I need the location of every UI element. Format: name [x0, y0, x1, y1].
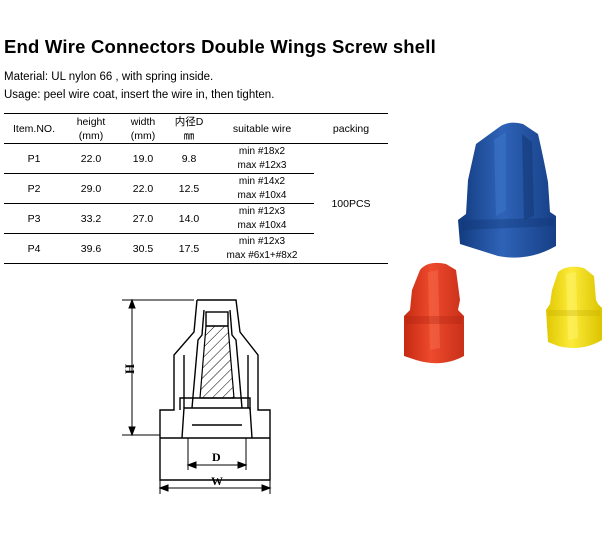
cell-item: P2 [4, 173, 64, 204]
cell-diameter: 12.5 [168, 173, 210, 204]
header-inner-unit: ㎜ [183, 129, 195, 142]
connector-technical-drawing: H D W [122, 298, 272, 494]
blue-connector [458, 122, 556, 258]
table-header-row: Item.NO. height (mm) width (mm) 内径D ㎜ su… [4, 113, 388, 144]
red-connector [404, 262, 464, 364]
wire-min: min #18x2 [238, 145, 286, 157]
cell-packing: 100PCS [314, 143, 388, 264]
spec-table: Item.NO. height (mm) width (mm) 内径D ㎜ su… [4, 113, 388, 264]
header-suitable-wire: suitable wire [210, 113, 314, 144]
header-item: Item.NO. [4, 113, 64, 144]
cell-width: 27.0 [118, 203, 168, 234]
connector-product-photo [404, 122, 602, 364]
header-packing: packing [314, 113, 388, 144]
dim-label-d: D [212, 450, 221, 464]
cell-diameter: 17.5 [168, 233, 210, 264]
wire-max: max #10x4 [237, 189, 287, 201]
header-inner-diameter: 内径D ㎜ [168, 113, 210, 144]
dim-label-w: W [211, 474, 223, 488]
cell-diameter: 14.0 [168, 203, 210, 234]
cell-wire: min #14x2 max #10x4 [210, 173, 314, 204]
cell-item: P1 [4, 143, 64, 174]
header-height-label: height [76, 115, 106, 128]
header-width: width (mm) [118, 113, 168, 144]
cell-height: 22.0 [64, 143, 118, 174]
cell-height: 33.2 [64, 203, 118, 234]
wire-max: max #10x4 [237, 219, 287, 231]
material-text: Material: UL nylon 66 , with spring insi… [4, 71, 214, 83]
yellow-connector [546, 266, 602, 348]
cell-item: P3 [4, 203, 64, 234]
cell-width: 22.0 [118, 173, 168, 204]
header-width-label: width [130, 115, 156, 128]
cell-wire: min #12x3 max #6x1+#8x2 [210, 233, 314, 264]
cell-width: 30.5 [118, 233, 168, 264]
table-row: P1 22.0 19.0 9.8 min #18x2 max #12x3 100… [4, 143, 388, 264]
cell-height: 39.6 [64, 233, 118, 264]
header-height: height (mm) [64, 113, 118, 144]
cell-width: 19.0 [118, 143, 168, 174]
cell-wire: min #12x3 max #10x4 [210, 203, 314, 234]
wire-min: min #14x2 [238, 175, 286, 187]
cell-wire: min #18x2 max #12x3 [210, 143, 314, 174]
wire-min: min #12x3 [238, 205, 286, 217]
table-row: P4 39.6 30.5 17.5 min #12x3 max #6x1+#8x… [4, 233, 388, 264]
dim-label-h: H [122, 364, 137, 374]
table-row: P3 33.2 27.0 14.0 min #12x3 max #10x4 [4, 203, 388, 234]
wire-max: max #12x3 [237, 159, 287, 171]
table-row: P2 29.0 22.0 12.5 min #14x2 max #10x4 [4, 173, 388, 204]
header-height-unit: (mm) [78, 129, 104, 142]
cell-item: P4 [4, 233, 64, 264]
header-width-unit: (mm) [130, 129, 156, 142]
usage-text: Usage: peel wire coat, insert the wire i… [4, 89, 275, 101]
cell-height: 29.0 [64, 173, 118, 204]
wire-min: min #12x3 [238, 235, 286, 247]
wire-max: max #6x1+#8x2 [226, 249, 298, 261]
header-inner-label: 内径D [174, 115, 204, 128]
cell-diameter: 9.8 [168, 143, 210, 174]
page-title: End Wire Connectors Double Wings Screw s… [4, 36, 436, 57]
